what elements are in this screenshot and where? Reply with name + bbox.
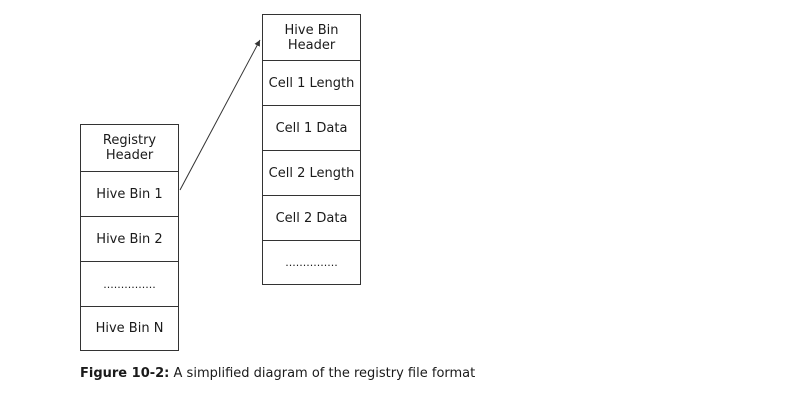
cell-1-data-label: Cell 1 Data bbox=[275, 120, 348, 136]
cell-2-length-label: Cell 2 Length bbox=[268, 165, 355, 181]
figure-caption-text: A simplified diagram of the registry fil… bbox=[173, 366, 476, 381]
left-ellipsis-label: ............... bbox=[103, 277, 156, 291]
arrow-line bbox=[179, 39, 261, 191]
cell-2-data-cell: Cell 2 Data bbox=[263, 195, 360, 240]
registry-header-label: Registry Header bbox=[102, 133, 157, 163]
hive-bin-1-label: Hive Bin 1 bbox=[96, 186, 163, 202]
hive-bin-header-cell: Hive Bin Header bbox=[263, 15, 360, 60]
registry-header-cell: Registry Header bbox=[81, 125, 178, 171]
cell-2-length-cell: Cell 2 Length bbox=[263, 150, 360, 195]
cell-1-length-cell: Cell 1 Length bbox=[263, 60, 360, 105]
cell-1-length-label: Cell 1 Length bbox=[268, 75, 355, 91]
right-ellipsis-cell: ............... bbox=[263, 240, 360, 284]
cell-2-data-label: Cell 2 Data bbox=[275, 210, 348, 226]
hive-bin-2-label: Hive Bin 2 bbox=[96, 231, 163, 247]
hive-bin-n-label: Hive Bin N bbox=[95, 321, 164, 336]
registry-file-stack: Registry Header Hive Bin 1 Hive Bin 2 ..… bbox=[80, 124, 179, 351]
hive-bin-header-label: Hive Bin Header bbox=[284, 22, 339, 53]
hive-bin-1-cell: Hive Bin 1 bbox=[81, 171, 178, 216]
figure-caption: Figure 10-2: A simplified diagram of the… bbox=[80, 366, 475, 381]
hive-bin-n-cell: Hive Bin N bbox=[81, 306, 178, 350]
cell-1-data-cell: Cell 1 Data bbox=[263, 105, 360, 150]
figure-caption-label: Figure 10-2: bbox=[80, 366, 170, 381]
right-ellipsis-label: ............... bbox=[285, 256, 338, 269]
hive-bin-stack: Hive Bin Header Cell 1 Length Cell 1 Dat… bbox=[262, 14, 361, 285]
hive-bin-2-cell: Hive Bin 2 bbox=[81, 216, 178, 261]
left-ellipsis-cell: ............... bbox=[81, 261, 178, 306]
